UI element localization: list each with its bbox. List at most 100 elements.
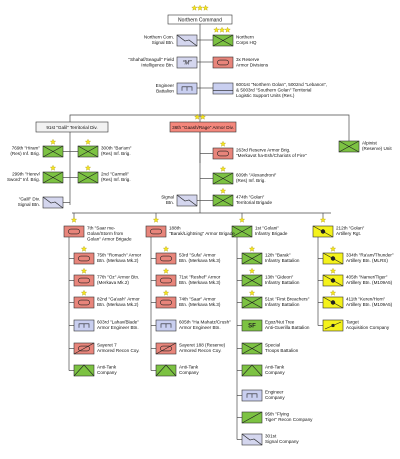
rank-stars bbox=[162, 289, 170, 296]
brigade-hq-icon bbox=[63, 225, 85, 238]
rank-star-icon bbox=[196, 4, 204, 11]
engineer-unit-icon bbox=[155, 319, 177, 332]
unit-label: 12th "Barak"Infantry Battalion bbox=[265, 253, 300, 263]
rank-star-icon bbox=[191, 4, 198, 11]
unit-label: 1st "Golani"Infantry Brigade bbox=[255, 226, 288, 236]
unit-label: Alpinist(Reserve) Unit bbox=[362, 141, 392, 151]
galil-infantry-brigade-icon bbox=[42, 171, 64, 184]
intel-battalion-icon: “M” bbox=[176, 56, 198, 69]
rank-star-icon bbox=[329, 245, 337, 252]
rank-star-icon bbox=[319, 216, 327, 223]
recon-unit-icon bbox=[241, 411, 263, 424]
unit-label: 603rd "Lahav/Blade"Armor Engineer Btn. bbox=[97, 320, 139, 330]
unit-label: 36th "Gaash/Rage" Armor Div. bbox=[172, 125, 234, 130]
gaash-division-box bbox=[169, 121, 237, 133]
rank-stars bbox=[80, 267, 88, 274]
rank-star-icon bbox=[248, 245, 256, 252]
rank-stars bbox=[191, 4, 209, 11]
rank-star-icon bbox=[248, 267, 256, 274]
recon-armor-unit-icon bbox=[155, 342, 177, 355]
rank-stars bbox=[80, 245, 88, 252]
rank-stars bbox=[49, 164, 57, 171]
unit-label: 188th"Barak/Lightning" Armor Brigade bbox=[169, 226, 235, 236]
unit-symbols: “M” SF bbox=[35, 4, 360, 446]
connector-line bbox=[69, 114, 200, 122]
brigade-hq-icon bbox=[312, 225, 334, 238]
rank-star-icon bbox=[80, 289, 88, 296]
unit-label: 263rd Reserve Armor Brig."Merkavot ha-Es… bbox=[236, 148, 307, 158]
rank-stars bbox=[194, 113, 206, 120]
rank-star-icon bbox=[248, 289, 256, 296]
rank-star-icon bbox=[84, 164, 92, 171]
brigade-hq-icon bbox=[145, 225, 167, 238]
gaash-upper-unit-icon bbox=[212, 194, 234, 207]
rank-star-icon bbox=[49, 138, 57, 145]
rank-stars bbox=[329, 245, 337, 252]
corps-hq-icon bbox=[212, 34, 234, 47]
artillery-unit-icon bbox=[322, 274, 344, 287]
armor-unit-icon bbox=[155, 274, 177, 287]
engineer-battalion-icon bbox=[176, 82, 198, 95]
svg-text:“M”: “M” bbox=[183, 61, 193, 67]
rank-stars bbox=[80, 289, 88, 296]
unit-label: 300th "Bar'am"(Res) Inf. Brig. bbox=[101, 146, 132, 156]
rank-stars bbox=[238, 216, 246, 223]
rank-star-icon bbox=[219, 187, 227, 194]
armor-unit-icon bbox=[73, 296, 95, 309]
unit-label: 77th "Oz" Armor Btn.(Merkava Mk.2) bbox=[97, 275, 139, 285]
rank-stars bbox=[152, 216, 160, 223]
unit-label: Northern Command bbox=[178, 18, 222, 24]
rank-stars bbox=[319, 216, 327, 223]
special-unit-icon: SF bbox=[241, 319, 263, 332]
unit-label: 411th "Keren/Horn"Artillery Btn. (M109A5… bbox=[346, 297, 393, 307]
rank-star-icon bbox=[49, 164, 57, 171]
rank-stars bbox=[329, 289, 337, 296]
signal-battalion-icon bbox=[176, 34, 198, 47]
unit-label: 334th "Ra'am/Thunder"Artillery Btn. (MLR… bbox=[346, 253, 394, 263]
armor-unit-icon bbox=[155, 252, 177, 265]
unit-label: Northern Com.Signal Btn. bbox=[144, 35, 174, 45]
signal-unit-icon bbox=[241, 433, 263, 446]
rank-star-icon bbox=[329, 289, 337, 296]
unit-label: 13th "Gideon"Infantry Battalion bbox=[265, 275, 300, 285]
unit-label: 51st "First Breachers"Infantry Battalion bbox=[265, 297, 310, 307]
engineer-unit-icon bbox=[241, 389, 263, 402]
antitank-unit-icon bbox=[155, 364, 177, 377]
rank-stars bbox=[70, 216, 78, 223]
armor-unit-icon bbox=[73, 252, 95, 265]
rank-stars bbox=[219, 140, 227, 147]
svg-text:SF: SF bbox=[248, 324, 256, 330]
target-acq-unit-icon bbox=[322, 319, 344, 332]
unit-label: "Galil" Div.Signal Btn. bbox=[18, 197, 40, 207]
unit-label: 6001st "Northern Golan", 5002nd "Lebanon… bbox=[236, 82, 327, 98]
rank-star-icon bbox=[219, 165, 227, 172]
rank-star-icon bbox=[213, 26, 220, 33]
rank-star-icon bbox=[238, 216, 246, 223]
antitank-unit-icon bbox=[241, 364, 263, 377]
infantry-unit-icon bbox=[241, 342, 263, 355]
armor-unit-icon bbox=[73, 274, 95, 287]
unit-label: Sayeret 188 (Reserve)Armored Recon Coy. bbox=[179, 343, 226, 353]
rank-star-icon bbox=[70, 216, 78, 223]
rank-stars bbox=[329, 267, 337, 274]
rank-star-icon bbox=[194, 113, 201, 120]
artillery-unit-icon bbox=[322, 252, 344, 265]
rank-stars bbox=[219, 165, 227, 172]
unit-label: 212th "Golan"Artillery Rgt. bbox=[336, 226, 365, 236]
galil-infantry-brigade-icon bbox=[77, 171, 99, 184]
